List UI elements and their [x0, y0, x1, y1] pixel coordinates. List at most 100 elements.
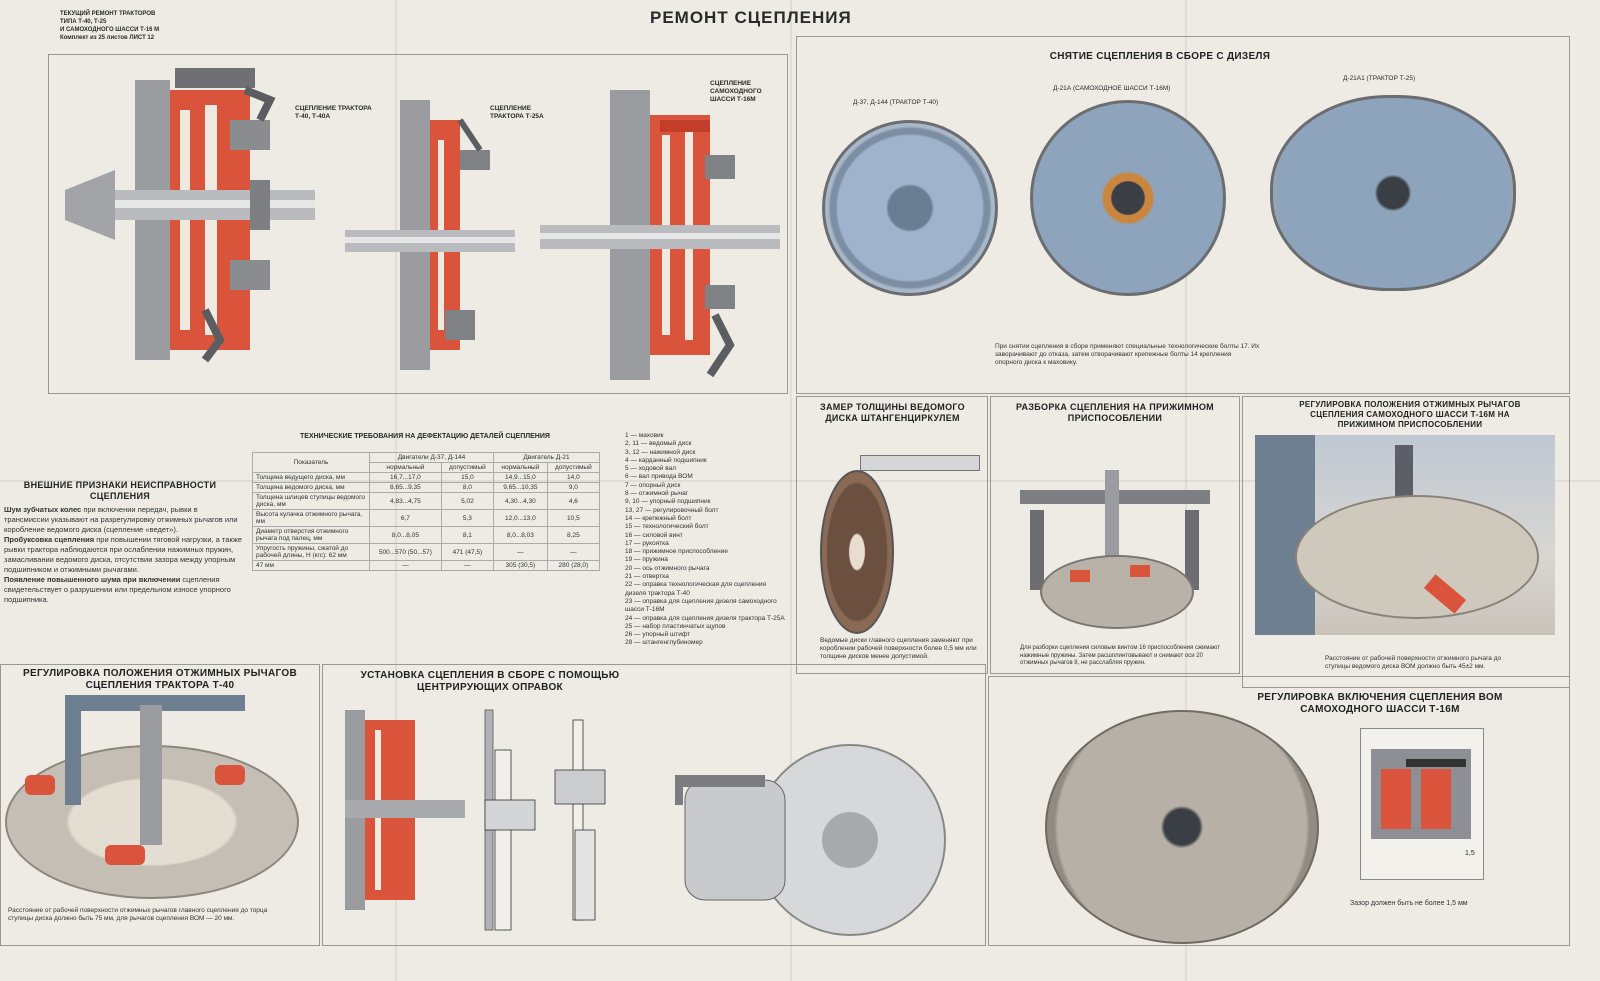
- table-cell: —: [440, 560, 495, 571]
- fault-text: сцепления свидетельствует о разрушении и…: [4, 575, 231, 604]
- table-cell: Толщина шлицев ступицы ведомого диска, м…: [252, 492, 370, 510]
- legend-item: 1 — маховик: [625, 432, 664, 439]
- removal-caption: При снятии сцепления в сборе применяют с…: [995, 343, 1260, 366]
- table-cell: 4,30...4,30: [493, 492, 548, 510]
- table-cell: Высота кулачка отжимного рычага, мм: [252, 509, 370, 527]
- header-line: ТИПА Т-40, Т-25: [60, 19, 107, 25]
- table-cell: 305 (30,5): [493, 560, 548, 571]
- clutch-t16-section: [540, 90, 780, 380]
- table-cell: 4,83...4,75: [369, 492, 442, 510]
- install-title: УСТАНОВКА СЦЕПЛЕНИЯ В СБОРЕ С ПОМОЩЬЮ ЦЕ…: [360, 670, 620, 693]
- table-cell: 471 (47,5): [440, 543, 495, 561]
- disassembly-title: РАЗБОРКА СЦЕПЛЕНИЯ НА ПРИЖИМНОМ ПРИСПОСО…: [1016, 402, 1214, 423]
- clutch-disc-d21a1: [1270, 95, 1516, 291]
- adjust-t40-photo: [5, 695, 305, 900]
- legend-item: 26 — упорный штифт: [625, 631, 691, 639]
- install-panel: [322, 664, 986, 946]
- table-subheader: нормальный: [493, 462, 548, 473]
- table-cell: 8,1: [440, 526, 495, 544]
- legend-item: 22 — оправка технологическая для сцеплен…: [625, 581, 767, 597]
- legend-item: 16 — силовой винт: [625, 531, 683, 539]
- legend-item: 15 — технологический болт: [625, 523, 709, 531]
- legend-item: 18 — прижимное приспособление: [625, 548, 728, 556]
- adjust-t16-panel: [1242, 396, 1570, 688]
- table-row: Упругость пружины, сжатой до рабочей дли…: [252, 543, 601, 561]
- table-cell: 10,5: [546, 509, 601, 527]
- header-line: Комплект из 25 листов ЛИСТ 12: [60, 35, 155, 41]
- driven-disc: [820, 470, 894, 634]
- table-cell: 4,6: [546, 492, 601, 510]
- legend-item: 5 — ходовой вал: [625, 465, 677, 473]
- table-row: 47 мм——305 (30,5)280 (28,0): [252, 560, 601, 571]
- label-clutch-t40: СЦЕПЛЕНИЕ ТРАКТОРА Т-40, Т-40А: [295, 105, 372, 120]
- removal-title: СНЯТИЕ СЦЕПЛЕНИЯ В СБОРЕ С ДИЗЕЛЯ: [1049, 51, 1271, 62]
- clutch-t25-section: [345, 100, 515, 370]
- clutch-disc-d37: [822, 120, 998, 296]
- header-line: И САМОХОДНОГО ШАССИ Т-16 М: [60, 27, 160, 33]
- faults-title: ВНЕШНИЕ ПРИЗНАКИ НЕИСПРАВНОСТИ СЦЕПЛЕНИЯ: [23, 480, 217, 501]
- fault-heading: Появление повышенного шума при включении: [4, 575, 181, 584]
- table-cell: 12,0...13,0: [493, 509, 548, 527]
- gap-label: 1,5: [1465, 850, 1475, 857]
- adjust-t40-title: РЕГУЛИРОВКА ПОЛОЖЕНИЯ ОТЖИМНЫХ РЫЧАГОВ С…: [23, 668, 297, 691]
- fault-text: при повышении тяговой нагрузки, а также …: [4, 535, 242, 574]
- legend-item: 23 — оправка для сцепления дизеля самохо…: [625, 597, 777, 614]
- removal-panel: [796, 36, 1570, 394]
- table-cell: 8,0...8,03: [493, 526, 548, 544]
- cross-section-panel: [48, 54, 788, 394]
- legend-item: 6 — вал привода ВОМ: [625, 473, 693, 481]
- measure-panel: [796, 396, 988, 674]
- legend-item: 24 — оправка для сцепления дизеля тракто…: [625, 614, 785, 622]
- table-cell: 8,65...9,35: [369, 482, 442, 493]
- legend-item: 20 — ось отжимного рычага: [625, 564, 710, 572]
- legend-item: 3, 12 — нажимной диск: [625, 448, 696, 456]
- legend-item: 4 — карданный подшипник: [625, 456, 707, 464]
- table-row: Диаметр отверстия отжимного рычага под п…: [252, 526, 601, 544]
- table-header: Двигатели Д-37, Д-144: [368, 452, 495, 463]
- table-cell: —: [493, 543, 548, 561]
- legend-item: 14 — крепежный болт: [625, 514, 692, 522]
- legend-item: 7 — опорный диск: [625, 481, 681, 489]
- table-cell: —: [546, 543, 601, 561]
- legend-item: 21 — отвертка: [625, 573, 669, 581]
- page-title: РЕМОНТ СЦЕПЛЕНИЯ: [650, 8, 852, 27]
- adjust-t16-title: РЕГУЛИРОВКА ПОЛОЖЕНИЯ ОТЖИМНЫХ РЫЧАГОВ С…: [1299, 400, 1521, 429]
- table-cell: 8,0: [440, 482, 495, 493]
- vom-panel: [988, 676, 1570, 946]
- table-cell: 14,0: [546, 472, 601, 483]
- label-clutch-t16: СЦЕПЛЕНИЕ САМОХОДНОГО ШАССИ Т-16М: [710, 80, 762, 103]
- table-cell: Диаметр отверстия отжимного рычага под п…: [252, 526, 370, 544]
- legend-item: 2, 11 — ведомый диск: [625, 440, 692, 448]
- legend-item: 19 — пружина: [625, 556, 668, 564]
- table-cell: 9,0: [546, 482, 601, 493]
- table-subheader: допустимый: [546, 462, 601, 473]
- header-line: ТЕКУЩИЙ РЕМОНТ ТРАКТОРОВ: [60, 11, 156, 17]
- legend-item: 9, 10 — упорный подшипник: [625, 498, 711, 506]
- spec-table-title: ТЕХНИЧЕСКИЕ ТРЕБОВАНИЯ НА ДЕФЕКТАЦИЮ ДЕТ…: [300, 433, 550, 440]
- table-header: Показатель: [252, 452, 370, 473]
- caliper-bar: [860, 455, 980, 471]
- disassembly-caption: Для разборки сцепления силовым винтом 16…: [1020, 645, 1220, 666]
- engine-label: Д-21А (САМОХОДНОЕ ШАССИ Т-16М): [1053, 85, 1171, 92]
- header-block: ТЕКУЩИЙ РЕМОНТ ТРАКТОРОВ ТИПА Т-40, Т-25…: [60, 10, 200, 42]
- table-subheader: допустимый: [440, 462, 495, 473]
- legend-item: 28 — штангенглубиномер: [625, 639, 703, 647]
- table-cell: 9,65...10,35: [493, 482, 548, 493]
- label-clutch-t25: СЦЕПЛЕНИЕ ТРАКТОРА Т-25А: [490, 105, 544, 120]
- adjust-t16-caption: Расстояние от рабочей поверхности отжимн…: [1325, 655, 1502, 670]
- table-cell: 6,7: [369, 509, 442, 527]
- table-cell: 5,02: [440, 492, 495, 510]
- table-cell: 14,9...15,0: [493, 472, 548, 483]
- fault-heading: Шум зубчатых колес: [4, 505, 82, 514]
- adjust-t40-panel: [0, 664, 320, 946]
- legend-item: 25 — набор пластинчатых щупов: [625, 622, 726, 630]
- legend-item: 8 — отжимной рычаг: [625, 490, 689, 498]
- table-cell: 280 (28,0): [546, 560, 601, 571]
- vom-title: РЕГУЛИРОВКА ВКЛЮЧЕНИЯ СЦЕПЛЕНИЯ ВОМ САМО…: [1257, 692, 1503, 715]
